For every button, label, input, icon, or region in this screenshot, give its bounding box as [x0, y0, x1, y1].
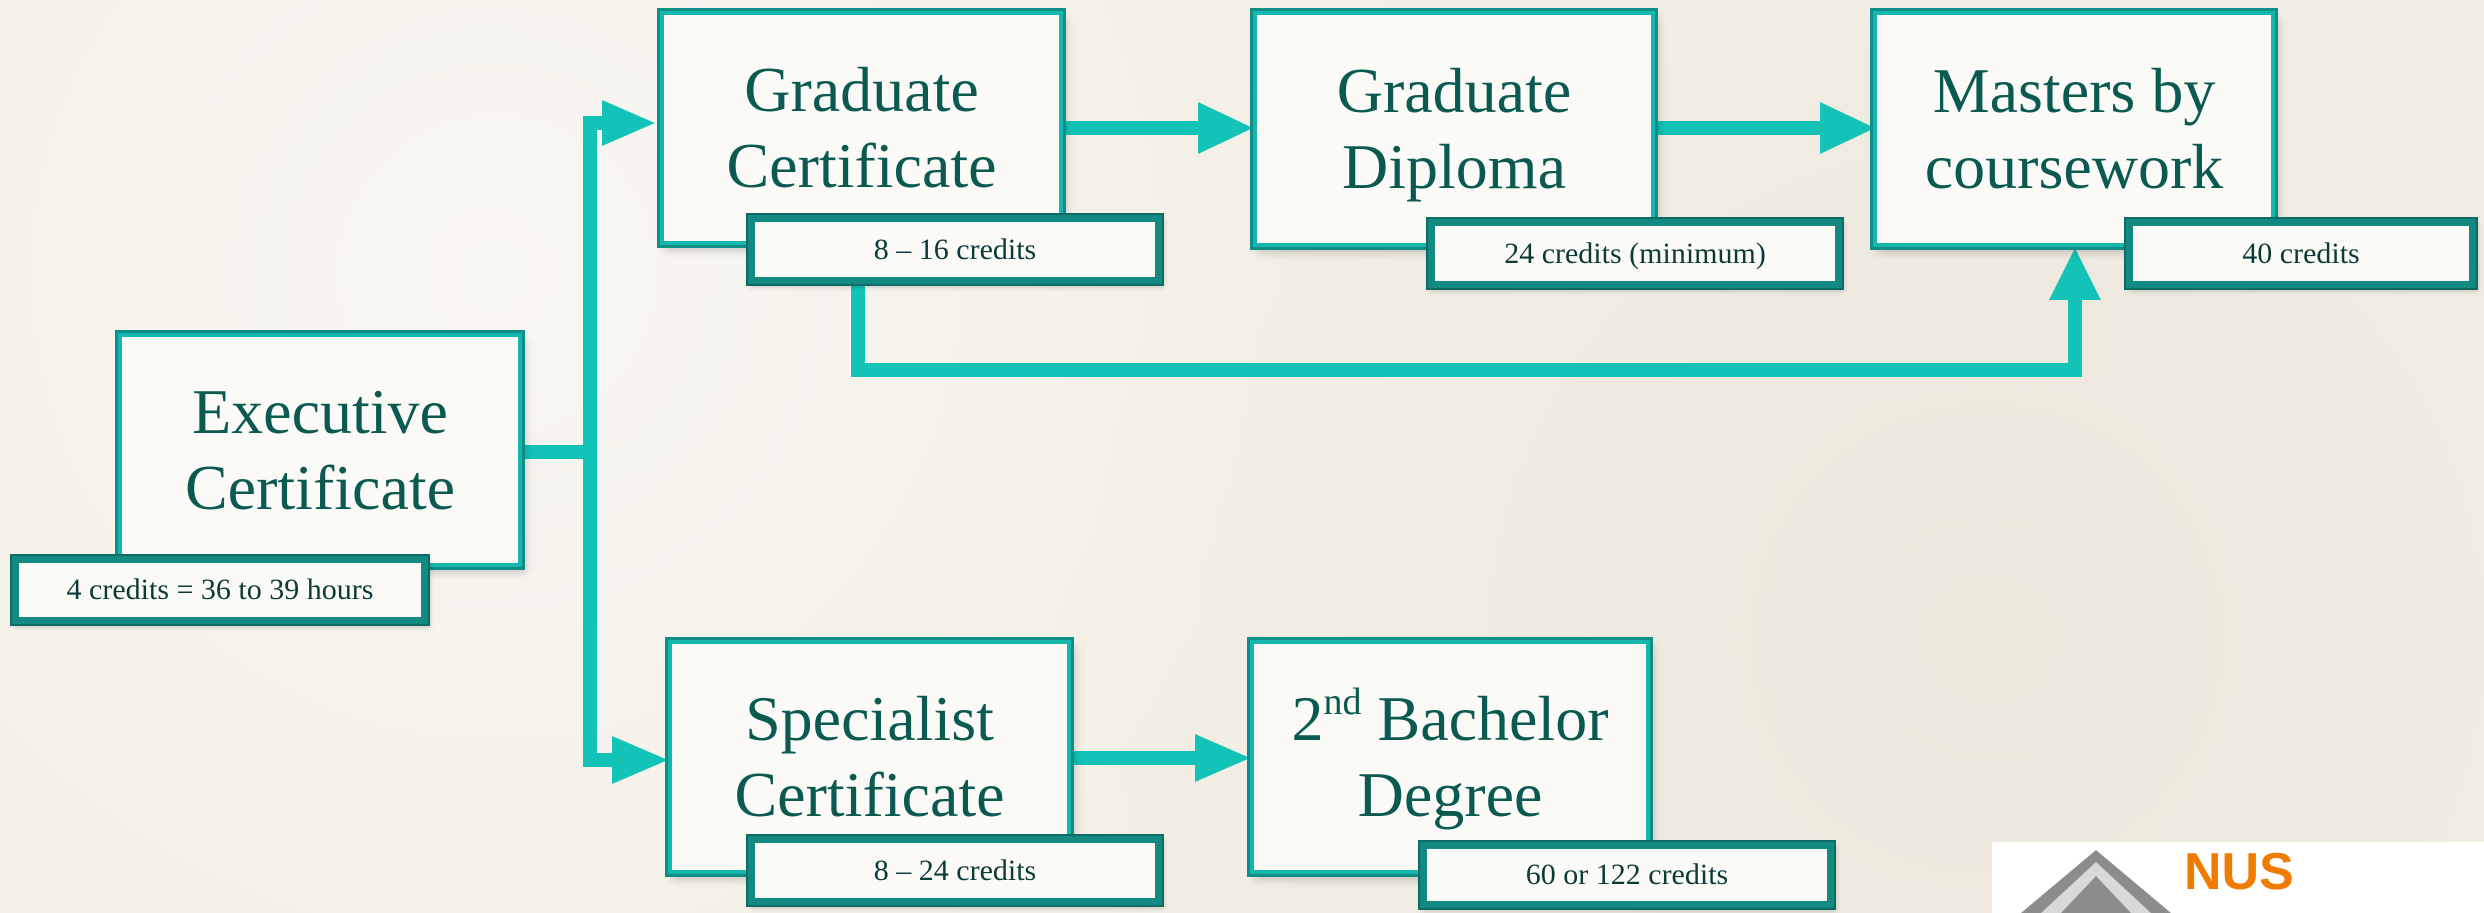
- title-prefix: 2: [1291, 683, 1324, 754]
- node-title: Graduate Certificate: [726, 54, 997, 201]
- credits-badge-masters: 40 credits: [2126, 219, 2476, 288]
- credits-badge-specialist: 8 – 24 credits: [748, 836, 1162, 905]
- credits-label: 4 credits = 36 to 39 hours: [66, 573, 374, 606]
- nus-logo-icon: [2021, 850, 2171, 913]
- node-title: Masters by coursework: [1924, 55, 2224, 202]
- connector-grad-cert-to-masters: [851, 285, 2082, 377]
- node-title: Specialist Certificate: [734, 683, 1005, 830]
- credits-label: 24 credits (minimum): [1504, 236, 1766, 270]
- title-rest: Bachelor: [1361, 683, 1609, 754]
- credits-badge-bachelor: 60 or 122 credits: [1420, 842, 1834, 908]
- connector-executive-branch: [523, 116, 610, 459]
- node-title: Executive Certificate: [184, 376, 456, 523]
- title-line2: Degree: [1357, 759, 1543, 830]
- node-masters-by-coursework: Masters by coursework: [1873, 11, 2275, 247]
- credits-badge-graduate-diploma: 24 credits (minimum): [1428, 219, 1842, 288]
- title-superscript: nd: [1323, 681, 1362, 723]
- credits-label: 40 credits: [2242, 236, 2360, 270]
- credits-label: 60 or 122 credits: [1525, 858, 1729, 891]
- credits-badge-graduate-certificate: 8 – 16 credits: [748, 215, 1162, 284]
- arrowhead-masters-up: [2049, 248, 2101, 300]
- credits-badge-executive: 4 credits = 36 to 39 hours: [12, 556, 428, 624]
- arrowhead-grad-cert: [602, 100, 655, 146]
- arrowhead-bachelor: [1195, 734, 1250, 782]
- nus-logo-text: NUS: [2184, 843, 2294, 901]
- node-specialist-certificate: Specialist Certificate: [668, 640, 1071, 874]
- nus-logo: NUS: [1992, 842, 2484, 913]
- node-graduate-certificate: Graduate Certificate: [660, 11, 1063, 245]
- credits-label: 8 – 24 credits: [873, 853, 1037, 887]
- arrowhead-specialist: [612, 736, 668, 784]
- node-title: Graduate Diploma: [1336, 55, 1572, 202]
- arrowhead-masters: [1820, 102, 1875, 154]
- credits-label: 8 – 16 credits: [873, 232, 1037, 266]
- node-executive-certificate: Executive Certificate: [118, 333, 522, 567]
- node-graduate-diploma: Graduate Diploma: [1253, 11, 1655, 247]
- connector-executive-to-specialist: [583, 452, 618, 767]
- arrowhead-diploma: [1198, 102, 1253, 154]
